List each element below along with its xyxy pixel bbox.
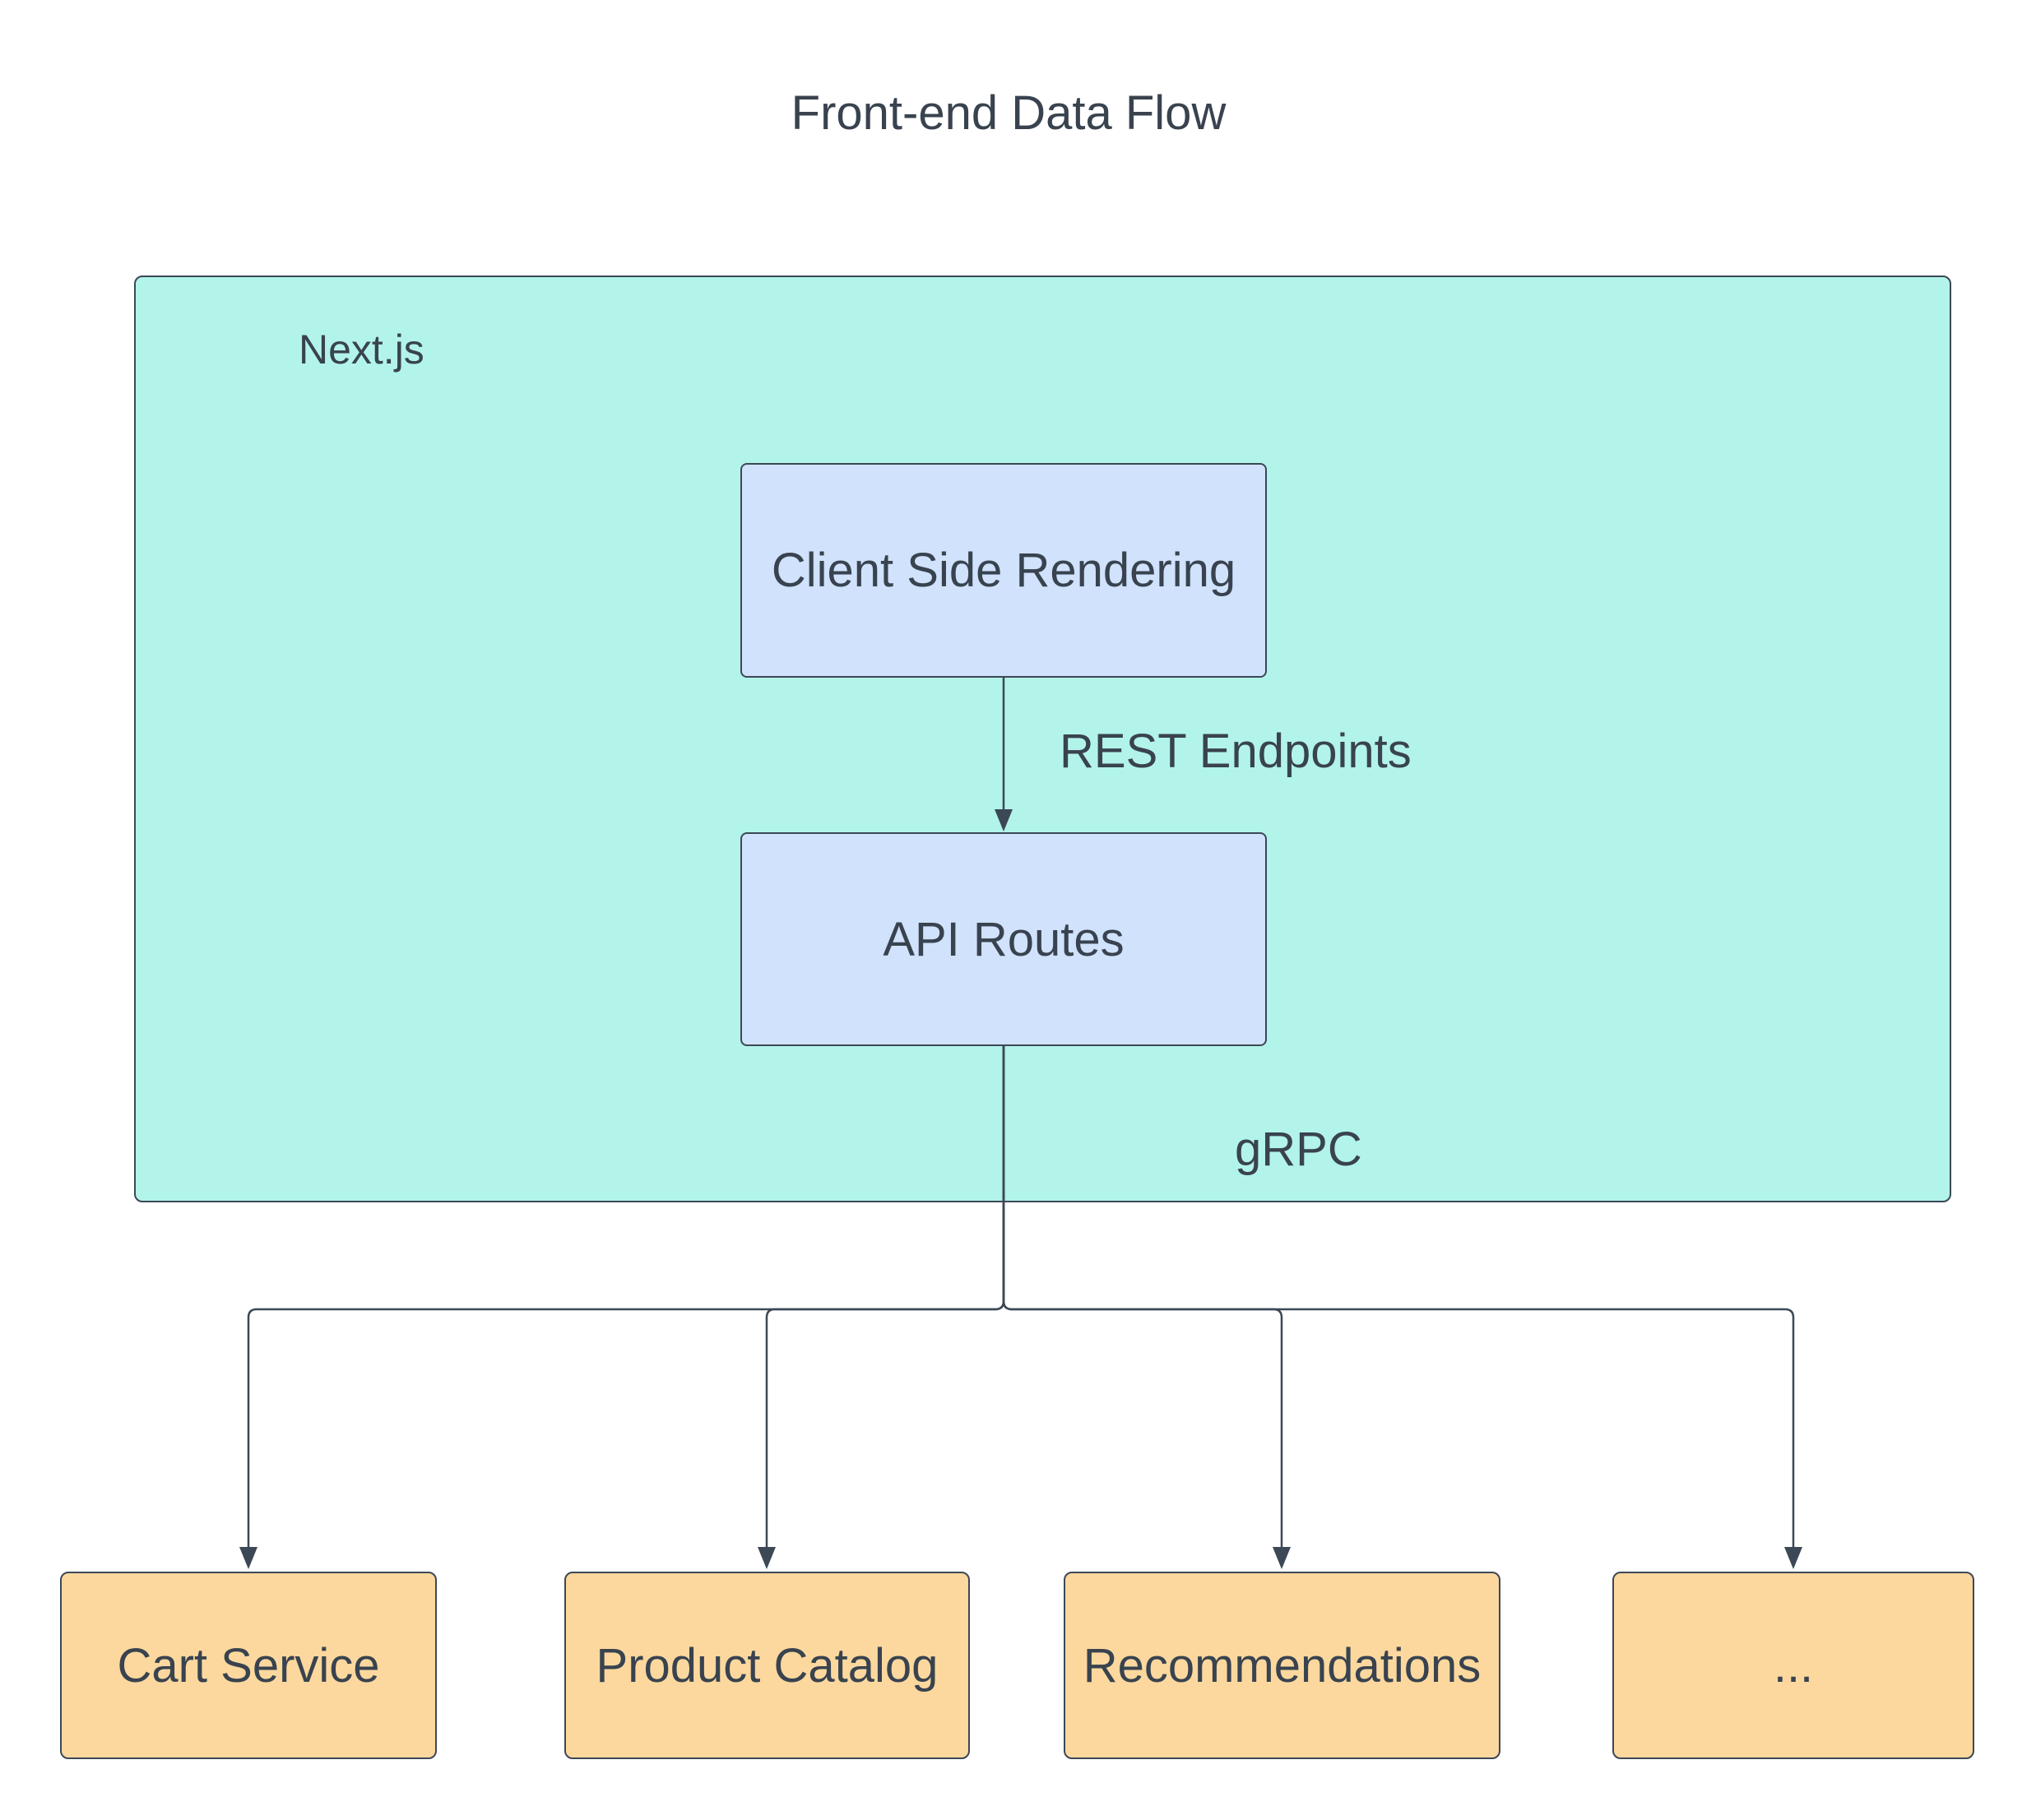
service-node-cart-service: Cart Service bbox=[60, 1572, 437, 1759]
node-client-side-rendering: Client Side Rendering bbox=[740, 463, 1267, 678]
service-node-cart-service-label: Cart Service bbox=[117, 1638, 380, 1693]
node-api-routes: API Routes bbox=[740, 832, 1267, 1046]
edge-api-to-more-services bbox=[1002, 1046, 1802, 1569]
node-client-side-rendering-label: Client Side Rendering bbox=[771, 544, 1236, 597]
nextjs-container-label: Next.js bbox=[299, 326, 424, 373]
service-node-product-catalog: Product Catalog bbox=[564, 1572, 970, 1759]
edge-label-grpc: gRPC bbox=[1235, 1123, 1362, 1176]
nextjs-container bbox=[134, 276, 1951, 1202]
service-node-more-services-label: ... bbox=[1773, 1638, 1814, 1693]
edge-api-to-product-catalog bbox=[758, 1046, 1005, 1569]
edge-api-to-cart-service bbox=[239, 1046, 1005, 1569]
service-node-recommendations-label: Recommendations bbox=[1083, 1638, 1482, 1693]
service-node-recommendations: Recommendations bbox=[1064, 1572, 1500, 1759]
diagram-title: Front-end Data Flow bbox=[791, 86, 1227, 140]
edge-label-rest-endpoints: REST Endpoints bbox=[1060, 725, 1412, 778]
node-api-routes-label: API Routes bbox=[883, 912, 1125, 966]
service-node-product-catalog-label: Product Catalog bbox=[596, 1638, 939, 1693]
edge-csr-to-api bbox=[995, 678, 1013, 831]
service-node-more-services: ... bbox=[1612, 1572, 1974, 1759]
